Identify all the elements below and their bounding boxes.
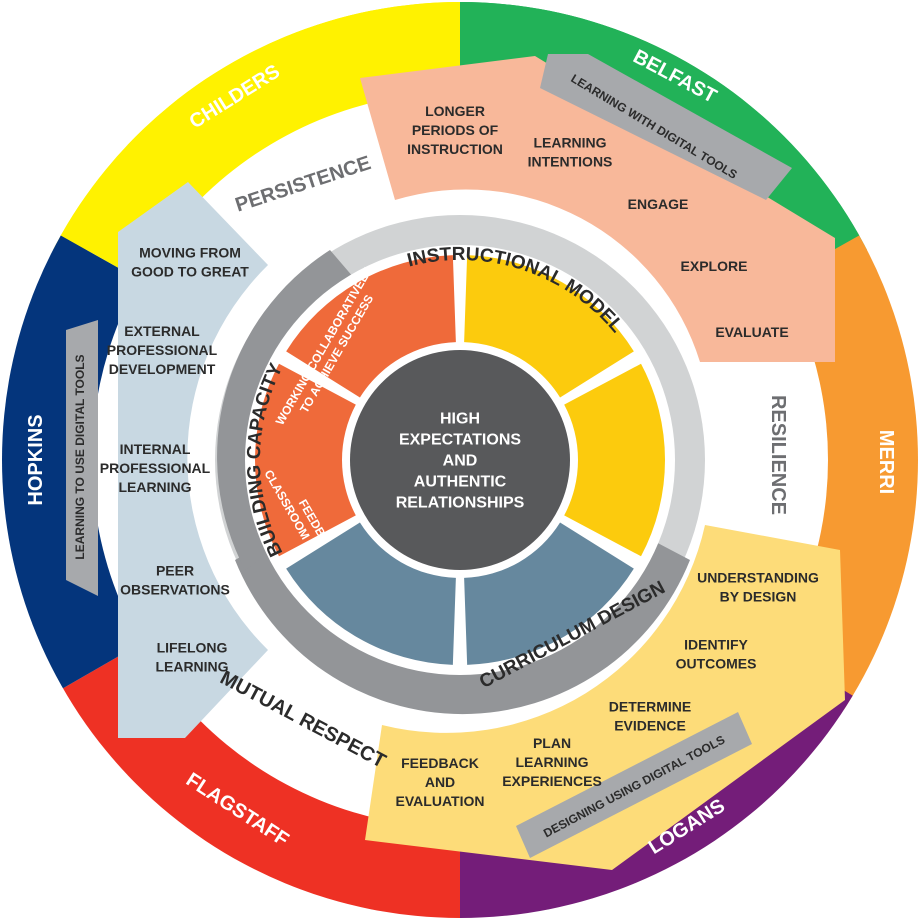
curriculum-item-line: EVALUATION bbox=[396, 793, 485, 809]
capacity-item-line: INTERNAL bbox=[120, 441, 191, 457]
capacity-item: EXTERNAL PROFESSIONAL DEVELOPMENT bbox=[107, 323, 218, 377]
inner-segment bbox=[564, 363, 666, 557]
curriculum-item-line: EVIDENCE bbox=[614, 717, 686, 733]
center-title-text-line: AUTHENTIC bbox=[414, 474, 507, 491]
center-title-text-line: RELATIONSHIPS bbox=[396, 495, 525, 512]
curriculum-item-line: PLAN bbox=[533, 735, 571, 751]
capacity-item-line: PEER bbox=[156, 562, 194, 578]
capacity-items: MOVING FROM GOOD TO GREAT EXTERNAL PROFESSI… bbox=[100, 244, 250, 674]
capacity-item: PEER OBSERVATIONS bbox=[120, 562, 230, 597]
digital-tools-banner-capacity: LEARNING TO USE DIGITAL TOOLS bbox=[66, 320, 98, 596]
inner-segment bbox=[286, 522, 456, 665]
inner-segment bbox=[286, 255, 456, 398]
instructional-item: LEARNING INTENTIONS bbox=[528, 134, 613, 169]
capacity-item-line: GOOD TO GREAT bbox=[131, 263, 249, 279]
curriculum-item: IDENTIFY OUTCOMES bbox=[676, 636, 757, 671]
curriculum-item: UNDERSTANDING BY DESIGN bbox=[697, 569, 819, 604]
building-capacity-panel bbox=[118, 182, 268, 738]
capacity-item-line: MOVING FROM bbox=[139, 244, 241, 260]
curriculum-item: DETERMINE EVIDENCE bbox=[609, 698, 691, 733]
capacity-banner-text: LEARNING TO USE DIGITAL TOOLS bbox=[73, 354, 87, 559]
instructional-items: LONGER PERIODS OF INSTRUCTION LEARNING INTEN… bbox=[407, 103, 789, 340]
curriculum-item-line: DETERMINE bbox=[609, 698, 691, 714]
hopkins-label: HOPKINS bbox=[25, 414, 47, 505]
instructional-item-line: LEARNING bbox=[533, 134, 606, 150]
inner-segment bbox=[464, 255, 634, 398]
curriculum-item-line: LEARNING bbox=[515, 754, 588, 770]
instructional-item-line: LONGER bbox=[425, 103, 485, 119]
curriculum-item-line: AND bbox=[425, 774, 455, 790]
instructional-item-line: EVALUATE bbox=[715, 324, 788, 340]
instructional-item-line: PERIODS OF bbox=[412, 122, 499, 138]
center-circle bbox=[350, 350, 570, 570]
merri-label: MERRI bbox=[875, 430, 897, 494]
capacity-item-line: LEARNING bbox=[155, 658, 228, 674]
instructional-item: EXPLORE bbox=[681, 258, 748, 274]
curriculum-ring-band bbox=[235, 540, 690, 715]
curriculum-item-line: EXPERIENCES bbox=[502, 773, 602, 789]
curriculum-item: PLAN LEARNING EXPERIENCES bbox=[502, 735, 602, 789]
center-title-text-line: HIGH bbox=[440, 411, 480, 428]
capacity-item-line: DEVELOPMENT bbox=[109, 361, 216, 377]
instructional-item-line: ENGAGE bbox=[628, 196, 689, 212]
capacity-item-line: OBSERVATIONS bbox=[120, 581, 230, 597]
capacity-item: LIFELONG LEARNING bbox=[155, 639, 228, 674]
resilience-label: RESILIENCE bbox=[767, 395, 789, 515]
capacity-item-line: PROFESSIONAL bbox=[100, 460, 211, 476]
curriculum-design-panel bbox=[365, 525, 845, 870]
center-title: HIGH EXPECTATIONS AND AUTHENTIC RELATIONSHIP… bbox=[396, 411, 525, 512]
inner-segment bbox=[254, 363, 356, 557]
curriculum-item-line: FEEDBACK bbox=[401, 755, 479, 771]
capacity-item-line: LEARNING bbox=[118, 479, 191, 495]
curriculum-item-line: IDENTIFY bbox=[684, 636, 748, 652]
center-title-text-line: EXPECTATIONS bbox=[399, 432, 521, 449]
inner-segment bbox=[464, 522, 634, 665]
curriculum-item-line: OUTCOMES bbox=[676, 655, 757, 671]
capacity-item-line: EXTERNAL bbox=[124, 323, 200, 339]
instructional-item-line: INTENTIONS bbox=[528, 153, 613, 169]
curriculum-item: FEEDBACK AND EVALUATION bbox=[396, 755, 485, 809]
capacity-item: INTERNAL PROFESSIONAL LEARNING bbox=[100, 441, 211, 495]
capacity-item-line: LIFELONG bbox=[157, 639, 228, 655]
curriculum-item-line: UNDERSTANDING bbox=[697, 569, 819, 585]
instructional-item: EVALUATE bbox=[715, 324, 788, 340]
instructional-item: ENGAGE bbox=[628, 196, 689, 212]
instructional-item-line: EXPLORE bbox=[681, 258, 748, 274]
capacity-item: MOVING FROM GOOD TO GREAT bbox=[131, 244, 249, 279]
capacity-item-line: PROFESSIONAL bbox=[107, 342, 218, 358]
instructional-item: LONGER PERIODS OF INSTRUCTION bbox=[407, 103, 503, 157]
instructional-model-panel bbox=[360, 56, 835, 362]
center-title-text: HIGH EXPECTATIONS AND AUTHENTIC RELATIONSHIP… bbox=[396, 411, 525, 512]
center-title-text-line: AND bbox=[443, 453, 478, 470]
curriculum-items: UNDERSTANDING BY DESIGN IDENTIFY OUTCOMES DE… bbox=[396, 569, 819, 809]
instructional-item-line: INSTRUCTION bbox=[407, 141, 503, 157]
curriculum-item-line: BY DESIGN bbox=[720, 588, 797, 604]
